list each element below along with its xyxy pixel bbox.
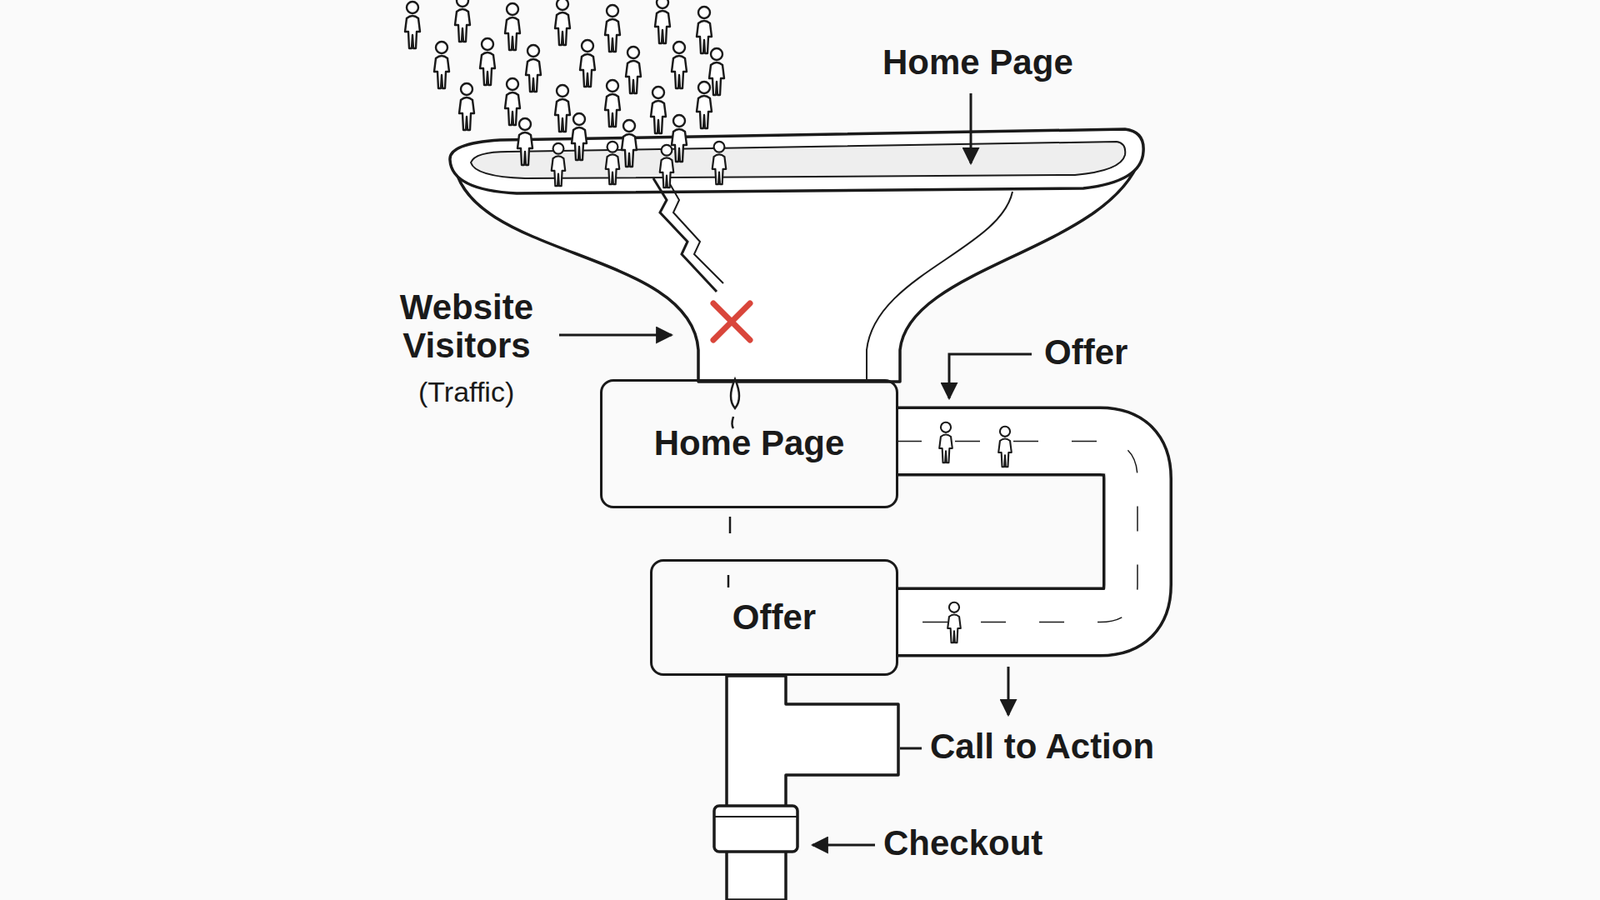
part-note: (Traffic) [418, 376, 515, 408]
block-title: Home Page [654, 423, 845, 464]
part-label: Offer [1044, 333, 1128, 372]
pipe-connector [896, 440, 1138, 622]
part-label: Website Visitors [383, 288, 550, 365]
offer-block: Offer [650, 559, 899, 676]
block-title: Offer [732, 597, 816, 638]
home-page-block: Home Page [600, 379, 899, 509]
part-label: Checkout [883, 824, 1043, 863]
part-label: Home Page [882, 43, 1074, 82]
part-label: Call to Action [930, 727, 1155, 766]
